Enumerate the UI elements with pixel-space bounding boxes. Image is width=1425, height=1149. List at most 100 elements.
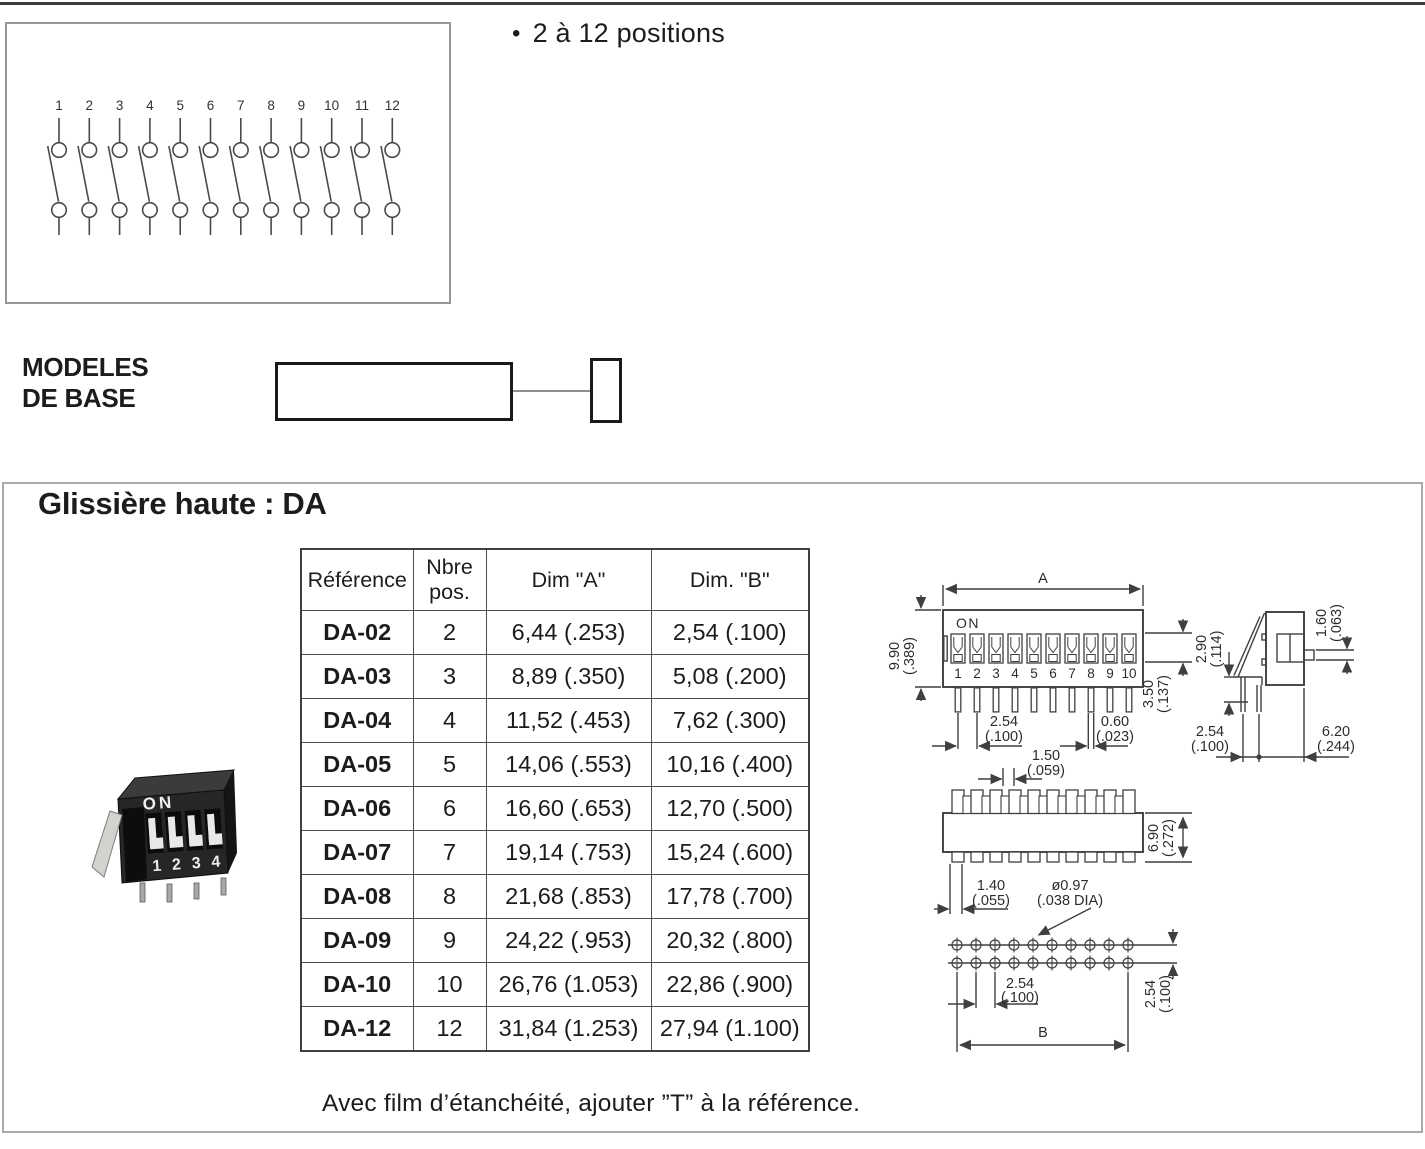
bullet-icon: • [512, 20, 521, 47]
schematic-position-number: 5 [176, 98, 184, 113]
positions-cell: 2 [412, 610, 487, 655]
front-slot [988, 633, 1004, 664]
dim-fp-v254-in: (.100) [1158, 975, 1174, 1013]
schematic-contact [111, 201, 128, 219]
top-tab [1103, 851, 1117, 863]
dim-a-cell: 19,14 (.753) [485, 830, 652, 875]
dim-290-mm: 2.90 [1194, 635, 1210, 663]
models-label-line1: MODELES [22, 352, 149, 382]
positions-cell: 5 [412, 742, 487, 787]
top-slider [970, 789, 984, 815]
front-position-number: 8 [1087, 666, 1095, 681]
top-tab [1008, 851, 1022, 863]
schematic-contact [293, 201, 310, 219]
column-header-reference: Référence [300, 548, 414, 611]
top-tab [1065, 851, 1079, 863]
schematic-contact [141, 141, 158, 159]
dim-990-in: (.389) [902, 637, 918, 675]
front-position-number: 2 [973, 666, 981, 681]
dim-fp-v254-mm: 2.54 [1143, 980, 1159, 1008]
base-model-connector-line [513, 390, 590, 392]
schematic-position-number: 10 [324, 98, 339, 113]
front-position-number: 9 [1106, 666, 1114, 681]
schematic-contact [202, 141, 219, 159]
top-slider [1084, 789, 1098, 815]
dim-b-cell: 27,94 (1.100) [650, 1006, 810, 1052]
schematic-position-number: 3 [116, 98, 124, 113]
dim-b-cell: 5,08 (.200) [650, 654, 810, 699]
top-tab [989, 851, 1003, 863]
top-view-sliders [951, 789, 1136, 863]
schematic-lever [228, 145, 242, 202]
front-position-number: 5 [1030, 666, 1038, 681]
positions-cell: 10 [412, 962, 487, 1007]
dim-150-mm: 1.50 [1032, 748, 1060, 764]
schematic-position-number: 11 [355, 98, 369, 113]
pcb-footprint: 2.54 (.100) 2.54 (.100) B [948, 929, 1179, 1052]
schematic-position-number: 2 [86, 98, 94, 113]
dim-a-cell: 11,52 (.453) [485, 698, 652, 743]
front-pin [1125, 687, 1133, 713]
top-slider [989, 789, 1003, 815]
front-position-number: 7 [1068, 666, 1076, 681]
front-pin [1106, 687, 1114, 713]
photo-slider-foot [149, 837, 164, 850]
schematic-position-number: 4 [146, 98, 154, 113]
front-on-label: ON [956, 615, 980, 631]
front-slot [1026, 633, 1042, 664]
front-pin [973, 687, 981, 713]
dim-254-in: (.100) [985, 729, 1023, 745]
top-tab [970, 851, 984, 863]
front-pin [954, 687, 962, 713]
footprint-crosshairs [956, 937, 1129, 971]
schematic-position-number: 1 [55, 98, 63, 113]
schematic-contact [202, 201, 219, 219]
front-position-number: 4 [1011, 666, 1019, 681]
front-pin [992, 687, 1000, 713]
schematic-contact [232, 201, 249, 219]
schematic-contact [232, 141, 249, 159]
reference-cell: DA-09 [300, 918, 414, 963]
dim-620-mm: 6.20 [1322, 724, 1350, 740]
dim-254-mm: 2.54 [990, 714, 1018, 730]
front-slot [1083, 633, 1099, 664]
top-rule [0, 2, 1425, 5]
photo-digit: 1 [152, 858, 162, 876]
top-slider [1008, 789, 1022, 815]
positions-cell: 7 [412, 830, 487, 875]
schematic-contact [353, 201, 371, 219]
schematic-lever [46, 145, 60, 202]
dim-a-cell: 14,06 (.553) [485, 742, 652, 787]
positions-cell: 4 [412, 698, 487, 743]
dim-side-254-in: (.100) [1191, 739, 1229, 755]
photo-slider-foot [188, 834, 203, 847]
schematic-contact [323, 141, 340, 159]
dim-b-cell: 20,32 (.800) [650, 918, 810, 963]
schematic-lever [319, 145, 332, 202]
positions-cell: 9 [412, 918, 487, 963]
schematic-contact [353, 141, 371, 159]
dim-290-in: (.114) [1209, 631, 1225, 668]
feature-line: •2 à 12 positions [512, 18, 725, 49]
schematic-position-number: 7 [237, 98, 245, 113]
top-tab [1084, 851, 1098, 863]
dim-a-cell: 31,84 (1.253) [485, 1006, 652, 1052]
schematic-lever [107, 145, 120, 202]
front-position-number: 10 [1121, 666, 1136, 681]
dim-a-cell: 16,60 (.653) [485, 786, 652, 831]
dimensions-table: Référence Nbre pos. Dim "A" Dim. "B" DA-… [300, 548, 810, 1052]
dim-b-cell: 12,70 (.500) [650, 786, 810, 831]
dim-b-cell: 2,54 (.100) [650, 610, 810, 655]
reference-cell: DA-06 [300, 786, 414, 831]
nbre-line2: pos. [429, 580, 470, 604]
positions-cell: 3 [412, 654, 487, 699]
top-slider [1103, 789, 1117, 815]
top-tab [1046, 851, 1060, 863]
